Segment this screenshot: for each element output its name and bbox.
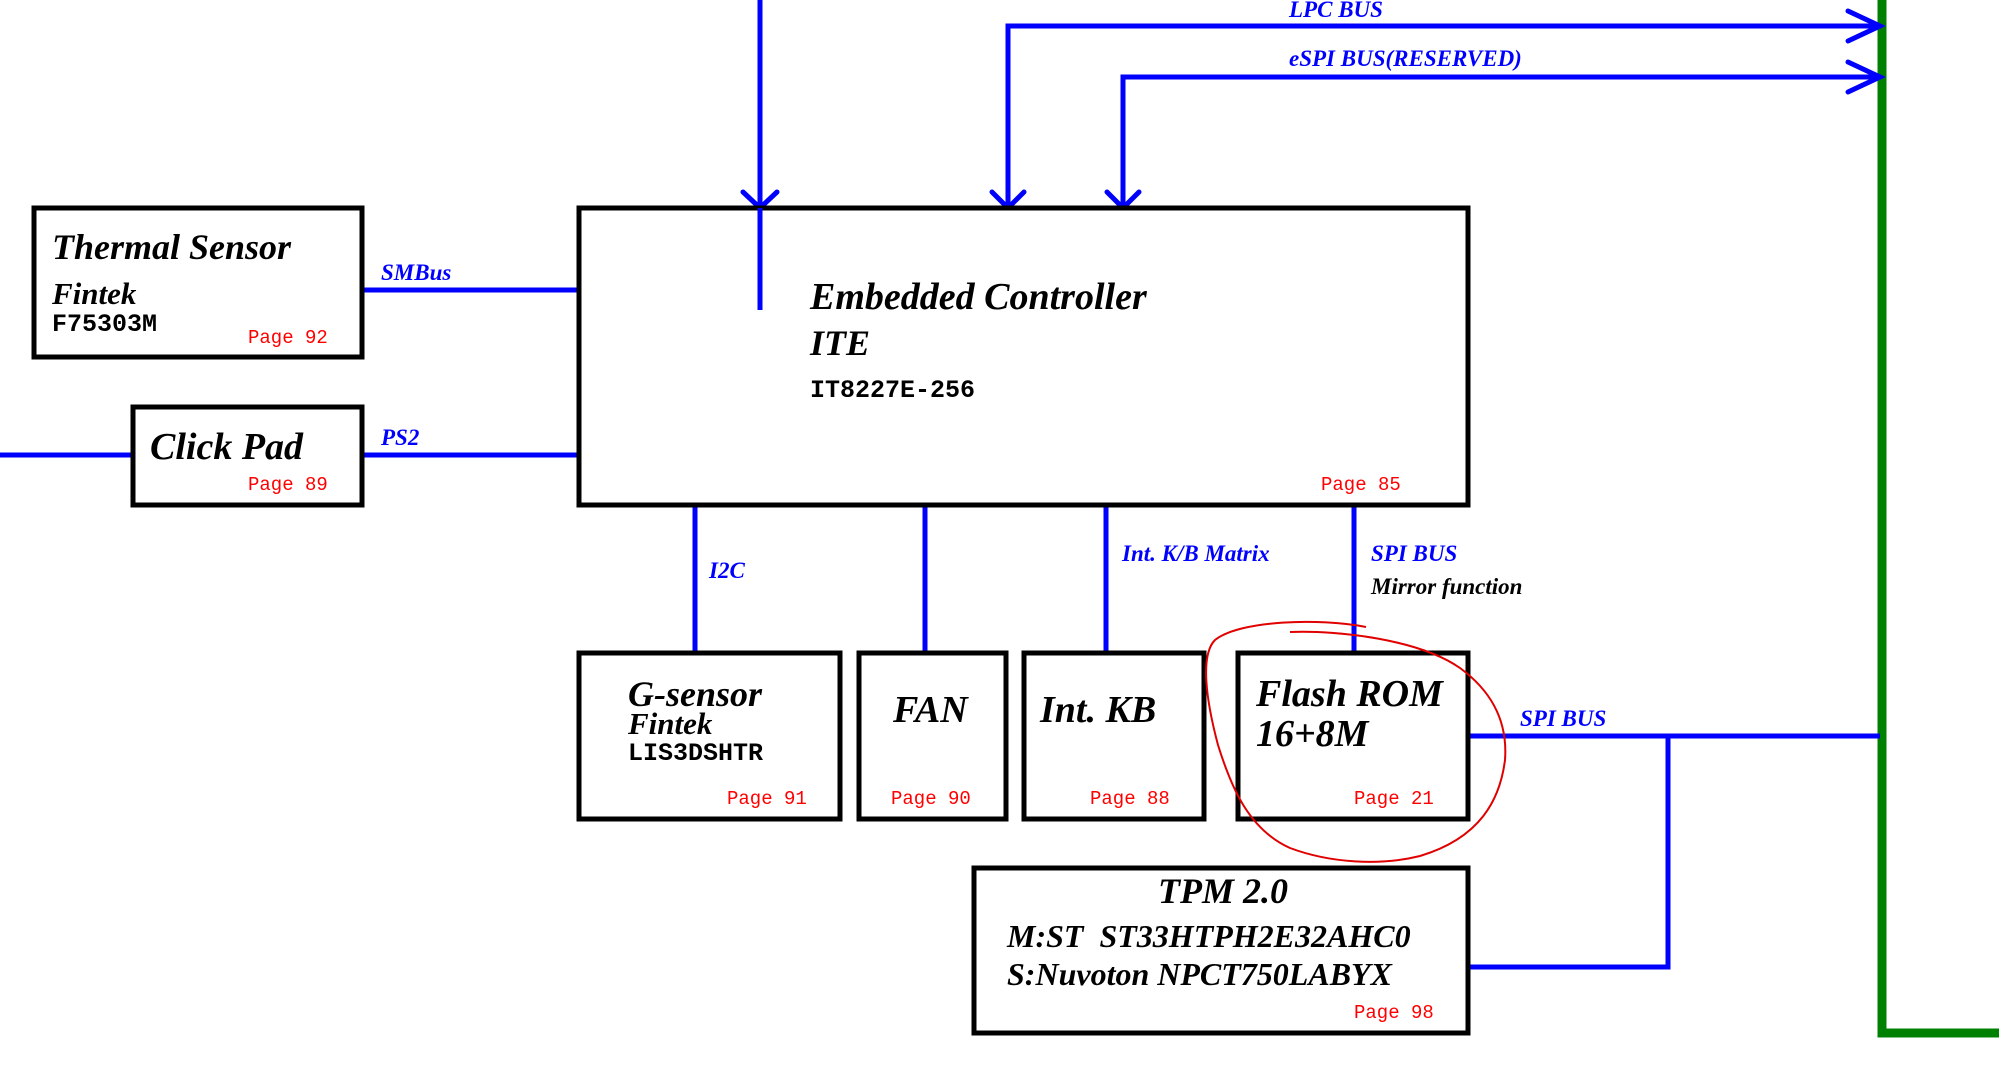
thermal-vendor: Fintek [51, 276, 137, 311]
thermal-part: F75303M [52, 310, 157, 339]
tpm-page-ref[interactable]: Page 98 [1354, 1002, 1434, 1024]
ec-part: IT8227E-256 [810, 376, 975, 405]
system-bus-rail [1877, 0, 1999, 1038]
gsensor-page-ref[interactable]: Page 91 [727, 788, 807, 810]
g-sensor-block[interactable]: G-sensor Fintek LIS3DSHTR Page 91 [576, 650, 843, 822]
espi-bus-arrow-right [1845, 59, 1886, 95]
embedded-controller-block[interactable]: Embedded Controller ITE IT8227E-256 Page… [576, 205, 1471, 508]
flash-rom-block[interactable]: Flash ROM 16+8M Page 21 [1235, 650, 1471, 822]
spi-ec-label: SPI BUS [1371, 541, 1457, 566]
lpc-bus-line [1005, 23, 1880, 208]
flash-page-ref[interactable]: Page 21 [1354, 788, 1434, 810]
ps2-label: PS2 [380, 425, 419, 450]
int-kb-block[interactable]: Int. KB Page 88 [1021, 650, 1207, 822]
clickpad-title: Click Pad [150, 426, 304, 468]
fan-block[interactable]: FAN Page 90 [856, 650, 1009, 822]
spi-out-label: SPI BUS [1520, 706, 1606, 731]
fan-page-ref[interactable]: Page 90 [891, 788, 971, 810]
espi-bus-label: eSPI BUS(RESERVED) [1289, 46, 1522, 71]
tpm-block[interactable]: TPM 2.0 M:ST ST33HTPH2E32AHC0 S:Nuvoton … [971, 865, 1471, 1036]
clickpad-page-ref[interactable]: Page 89 [248, 474, 328, 496]
gsensor-vendor: Fintek [627, 706, 713, 741]
flash-size: 16+8M [1256, 713, 1370, 755]
thermal-page-ref[interactable]: Page 92 [248, 327, 328, 349]
ec-title: Embedded Controller [809, 276, 1148, 318]
thermal-title: Thermal Sensor [52, 227, 292, 267]
spi-mirror-note: Mirror function [1370, 574, 1522, 599]
clickpad-block[interactable]: Click Pad Page 89 [130, 404, 365, 508]
flash-title: Flash ROM [1255, 673, 1444, 715]
intkb-title: Int. KB [1039, 689, 1156, 731]
tpm-main-part: M:ST ST33HTPH2E32AHC0 [1006, 918, 1411, 954]
ec-page-ref[interactable]: Page 85 [1321, 474, 1401, 496]
espi-bus-line [1120, 74, 1880, 208]
ec-vendor: ITE [809, 323, 870, 363]
smbus-label: SMBus [381, 260, 451, 285]
i2c-label: I2C [708, 558, 745, 583]
thermal-sensor-block[interactable]: Thermal Sensor Fintek F75303M Page 92 [31, 205, 365, 360]
gsensor-part: LIS3DSHTR [628, 739, 763, 768]
intkb-page-ref[interactable]: Page 88 [1090, 788, 1170, 810]
tpm-second-part: S:Nuvoton NPCT750LABYX [1007, 956, 1393, 992]
gsensor-title: G-sensor [628, 674, 763, 714]
tpm-title: TPM 2.0 [1158, 871, 1288, 911]
flash-rom-highlight-circle [1205, 620, 1507, 863]
fan-title: FAN [892, 689, 969, 731]
kb-matrix-label: Int. K/B Matrix [1121, 541, 1270, 566]
spi-tpm-line [1468, 736, 1671, 970]
lpc-bus-arrow-right [1845, 8, 1886, 44]
lpc-bus-label: LPC BUS [1288, 0, 1383, 22]
